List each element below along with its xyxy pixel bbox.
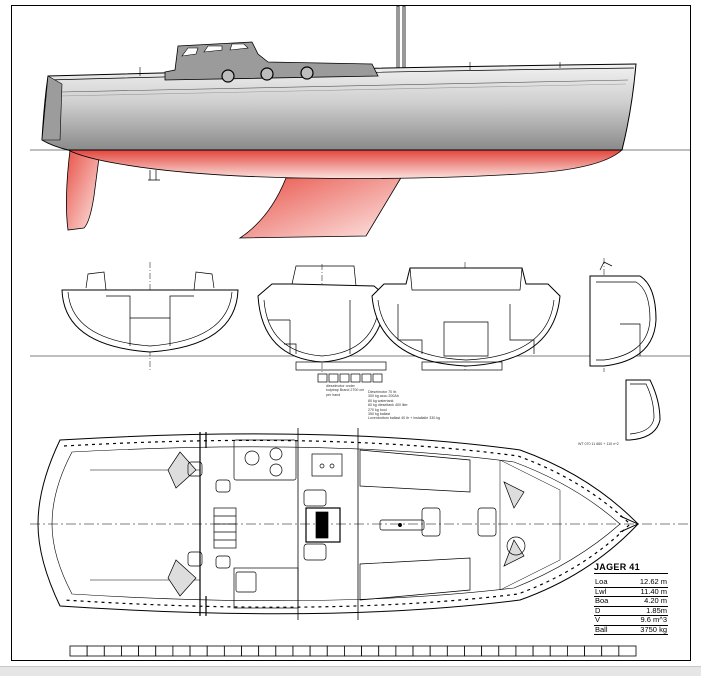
drawing-border <box>11 5 691 661</box>
scale-bar-segment <box>86 645 105 657</box>
scale-bar-segment <box>584 645 603 657</box>
companionway <box>213 507 237 549</box>
scale-bar-segment <box>618 645 637 657</box>
side-note: WT 070 11 660 + 110 n^2 <box>578 442 619 446</box>
boat-title: JAGER 41 <box>594 562 668 574</box>
scale-bar-segment <box>172 645 191 657</box>
scale-bar-segment <box>258 645 277 657</box>
scale-bar-segment <box>498 645 517 657</box>
scale-bar-segment <box>69 645 88 657</box>
keel <box>238 175 403 239</box>
section-4 <box>589 275 657 367</box>
scale-bar-segment <box>532 645 551 657</box>
scale-bar-segment <box>412 645 431 657</box>
window-status-bar <box>0 666 701 676</box>
rudder <box>66 149 101 231</box>
scale-bar-segment <box>189 645 208 657</box>
tank-blocks <box>295 361 503 383</box>
porthole <box>300 66 314 80</box>
scale-bar-segment <box>464 645 483 657</box>
scale-bar-segment <box>549 645 568 657</box>
section-1 <box>61 289 239 353</box>
deck-plan <box>30 428 690 620</box>
scale-bar-segment <box>292 645 311 657</box>
scale-bar-segment <box>275 645 294 657</box>
scale-bar-segment <box>223 645 242 657</box>
scale-bar-segment <box>515 645 534 657</box>
side-profile-view <box>41 5 637 239</box>
scale-bar-segment <box>241 645 260 657</box>
scale-bar-segment <box>601 645 620 657</box>
galley <box>233 439 297 481</box>
scale-bar <box>69 645 637 657</box>
scale-bar-segment <box>103 645 122 657</box>
scale-bar-segment <box>378 645 397 657</box>
scale-bar-segment <box>566 645 585 657</box>
scale-bar-segment <box>446 645 465 657</box>
section-note-left: dieselmotor onder kuiptrap Brand 2700 cm… <box>326 384 365 397</box>
section-3 <box>371 267 561 367</box>
saloon-table <box>305 507 341 543</box>
scale-bar-segment <box>121 645 139 657</box>
scale-bar-segment <box>481 645 500 657</box>
scale-bar-segment <box>429 645 448 657</box>
scale-bar-segment <box>155 645 174 657</box>
antifouling <box>67 149 624 179</box>
porthole <box>260 67 274 81</box>
scale-bar-segment <box>138 645 157 657</box>
scale-bar-segment <box>344 645 362 657</box>
scale-bar-segment <box>206 645 225 657</box>
scale-bar-segment <box>361 645 380 657</box>
cross-sections <box>30 258 690 441</box>
scale-bar-segment <box>309 645 328 657</box>
section-note-right: Dieselmotor 70 ltr. 300 kg accu 200Ah 80… <box>368 390 441 421</box>
section-2 <box>257 283 387 363</box>
porthole <box>221 69 235 83</box>
scale-bar-segment <box>326 645 345 657</box>
mast <box>396 5 400 75</box>
scale-bar-segment <box>395 645 414 657</box>
